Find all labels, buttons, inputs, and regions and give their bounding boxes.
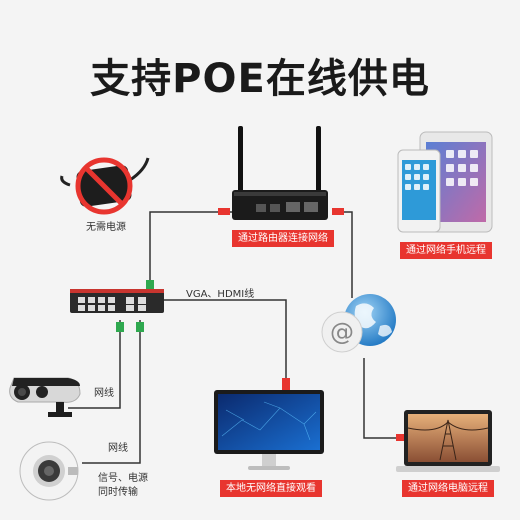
phone-label: 通过网络手机远程 [400,242,492,259]
svg-text:@: @ [330,318,354,346]
monitor-device [214,390,324,474]
bullet-camera-device [6,368,84,418]
dome-camera-device [18,440,80,502]
monitor-label: 本地无网络直接观看 [220,480,322,497]
cable-label-1: 网线 [94,388,114,399]
phone-tablet-device [396,130,496,235]
cable-label-2: 网线 [108,443,128,454]
no-power-adapter-icon [60,150,150,220]
signal-power-line-1: 信号、电源 [98,473,148,484]
signal-power-label: 信号、电源 同时传输 [98,472,148,500]
router-label: 通过路由器连接网络 [232,230,334,247]
laptop-label: 通过网络电脑远程 [402,480,494,497]
signal-power-line-2: 同时传输 [98,487,138,498]
internet-globe-icon: @ [320,292,400,360]
vga-hdmi-label: VGA、HDMI线 [186,289,255,300]
router-device [228,122,334,226]
no-power-label: 无需电源 [86,222,126,233]
poe-switch-device [70,287,164,315]
page-title: 支持POE在线供电 [90,56,430,102]
laptop-device [396,408,500,474]
